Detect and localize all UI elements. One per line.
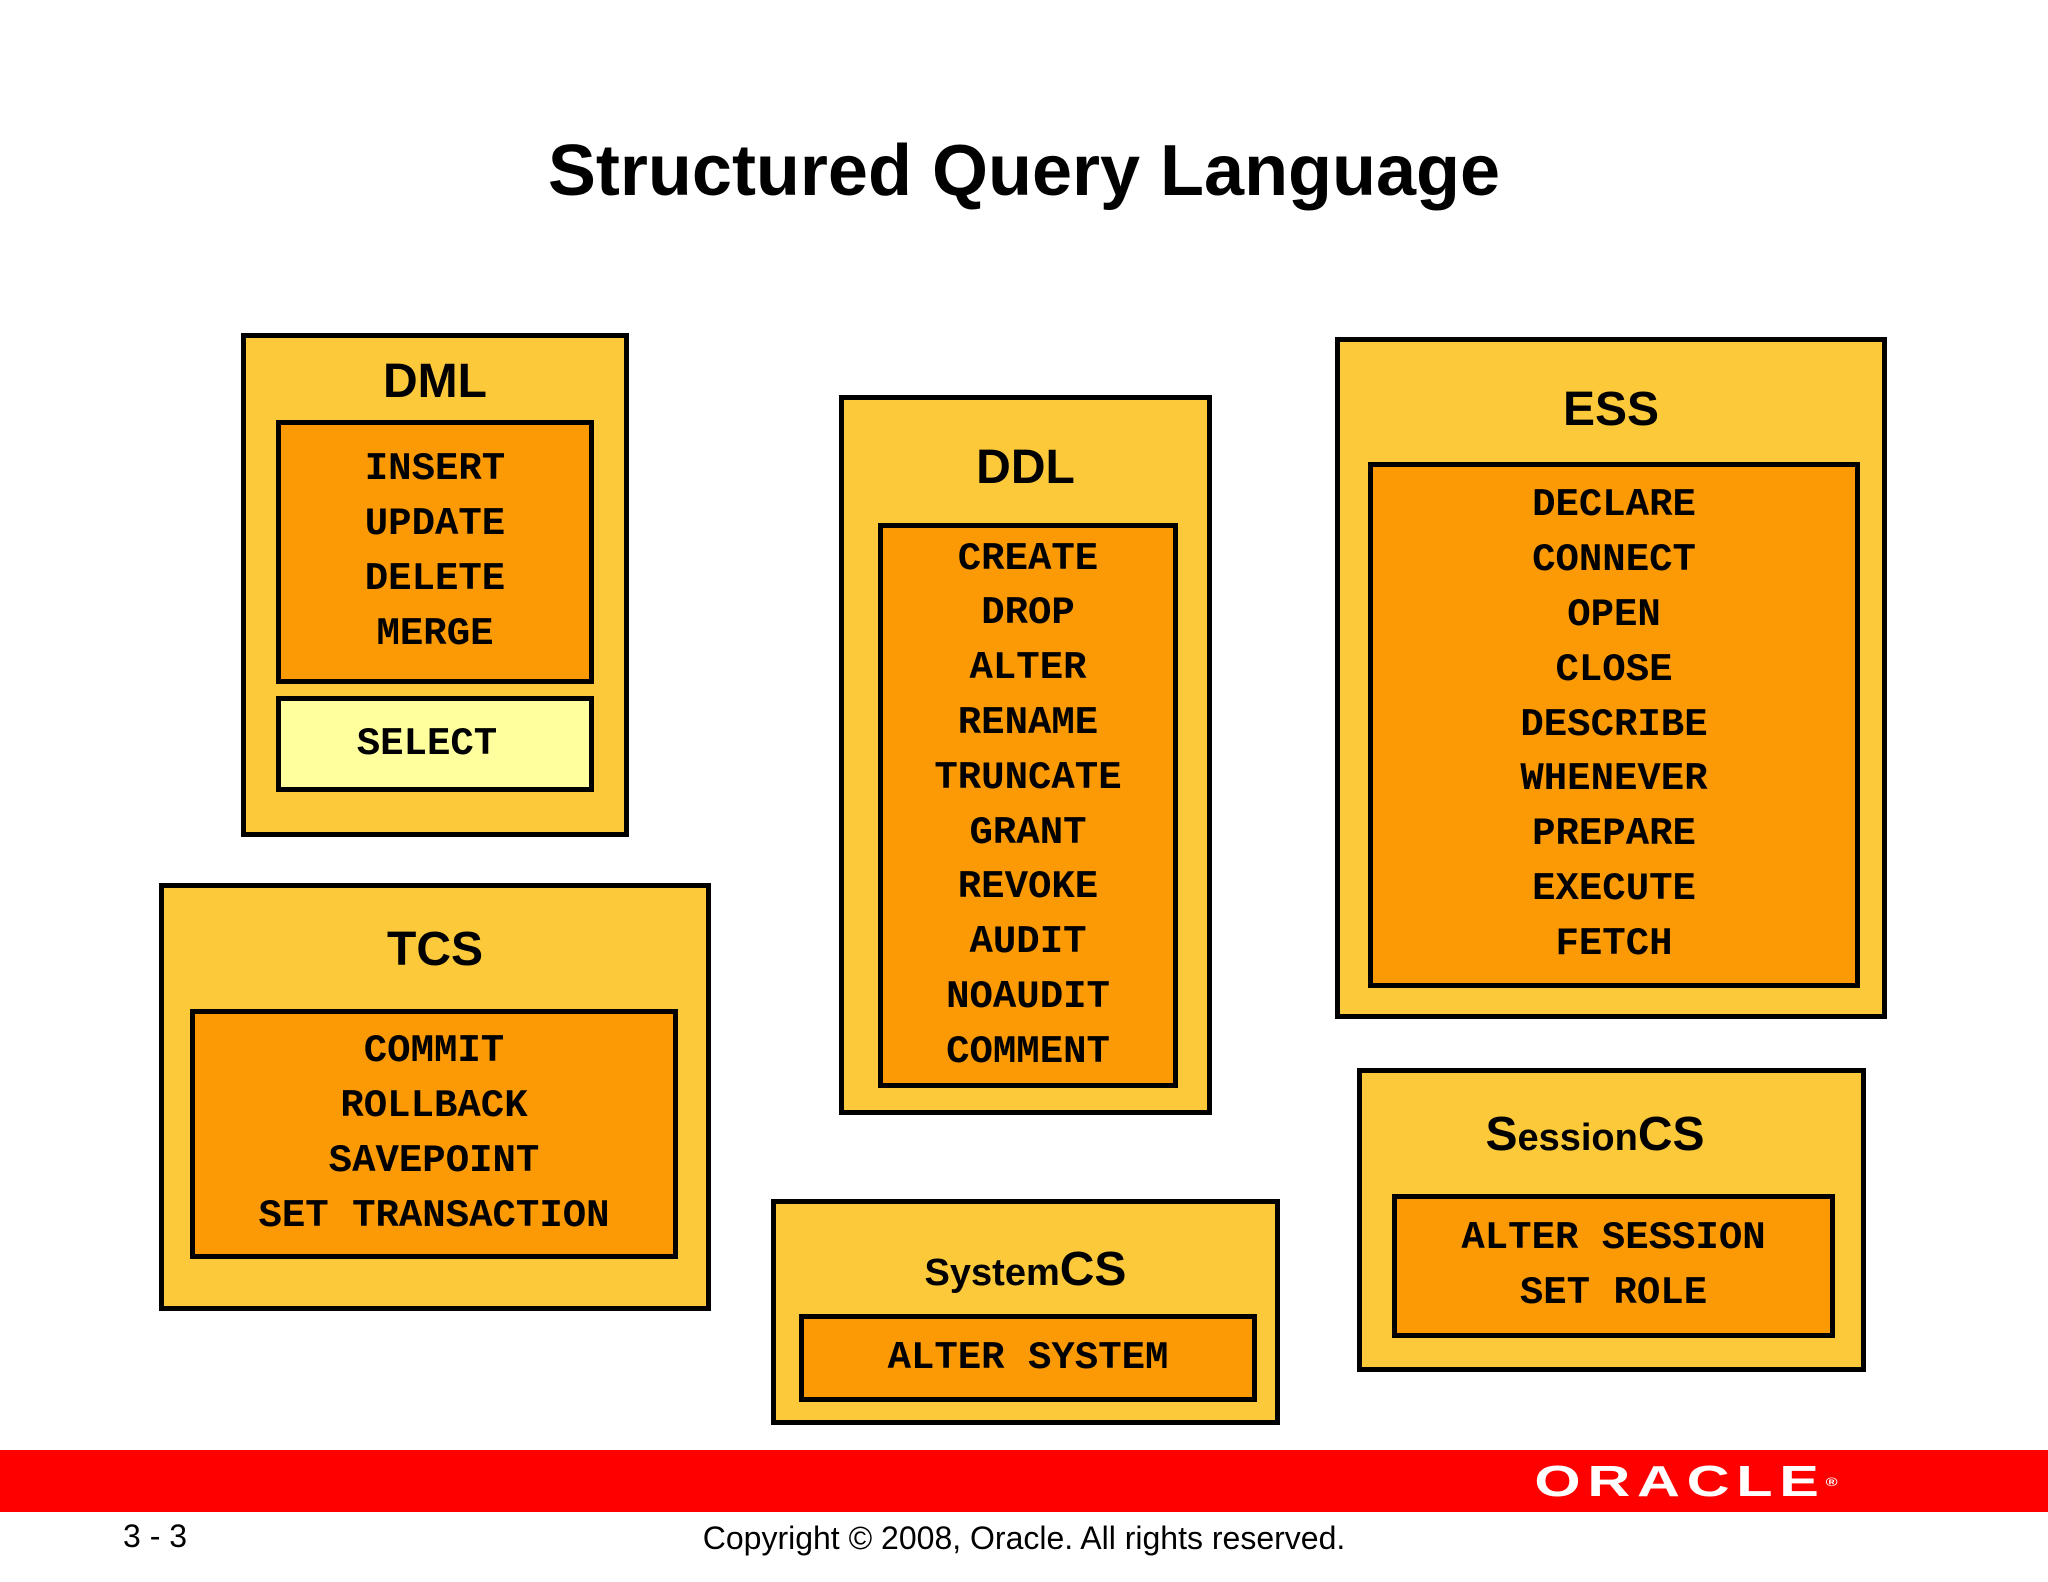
dml-command-list: INSERT UPDATE DELETE MERGE — [276, 420, 594, 684]
ess-command: WHENEVER — [1520, 757, 1708, 802]
ess-command: PREPARE — [1532, 812, 1696, 857]
ess-command: CONNECT — [1532, 538, 1696, 583]
dml-command: UPDATE — [364, 502, 506, 547]
ddl-command: CREATE — [957, 536, 1099, 581]
sessioncs-command-list: ALTER SESSION SET ROLE — [1392, 1194, 1835, 1338]
oracle-logo-text: ORACLE — [1534, 1457, 1827, 1506]
systemcs-group-title: SystemCS — [776, 1242, 1275, 1301]
ddl-command: GRANT — [969, 810, 1087, 855]
ess-command: CLOSE — [1555, 647, 1673, 692]
ess-group: ESS DECLARE CONNECT OPEN CLOSE DESCRIBE … — [1335, 337, 1887, 1019]
ess-command: EXECUTE — [1532, 866, 1696, 911]
footer-band — [0, 1450, 2048, 1512]
ess-command: DESCRIBE — [1520, 702, 1708, 747]
dml-command: DELETE — [364, 557, 506, 601]
tcs-command: ROLLBACK — [340, 1084, 528, 1129]
ddl-command: DROP — [981, 591, 1075, 636]
dml-group-title: DML — [383, 355, 487, 408]
tcs-command-list: COMMIT ROLLBACK SAVEPOINT SET TRANSACTIO… — [190, 1009, 678, 1259]
systemcs-title-prefix: System — [924, 1252, 1060, 1294]
systemcs-command-list: ALTER SYSTEM — [799, 1314, 1257, 1402]
tcs-command: SET TRANSACTION — [258, 1193, 610, 1238]
select-command: SELECT — [356, 721, 498, 766]
ess-group-title: ESS — [1562, 383, 1660, 436]
systemcs-group: SystemCS ALTER SYSTEM — [771, 1199, 1280, 1425]
sessioncs-command: SET ROLE — [1519, 1271, 1708, 1315]
sessioncs-command: ALTER SESSION — [1461, 1216, 1766, 1261]
sessioncs-group-title: SessionCS — [1329, 1107, 1861, 1166]
select-box: SELECT — [276, 696, 594, 792]
registered-mark: ® — [1826, 1475, 1838, 1489]
systemcs-title-suffix: CS — [1059, 1243, 1127, 1296]
sessioncs-title-middle: ession — [1517, 1117, 1638, 1159]
dml-command: MERGE — [376, 611, 494, 656]
oracle-logo: ORACLE® — [1535, 1460, 1838, 1504]
dml-group: DML INSERT UPDATE DELETE MERGE SELECT — [241, 333, 629, 837]
ddl-command: REVOKE — [957, 865, 1099, 910]
ddl-command: AUDIT — [969, 920, 1087, 965]
ddl-group: DDL CREATE DROP ALTER RENAME TRUNCATE GR… — [839, 395, 1212, 1115]
ess-command-list: DECLARE CONNECT OPEN CLOSE DESCRIBE WHEN… — [1368, 462, 1860, 988]
ddl-command: RENAME — [957, 700, 1099, 745]
sessioncs-title-initial: S — [1485, 1108, 1518, 1161]
ess-command: OPEN — [1567, 593, 1661, 637]
ddl-command-list: CREATE DROP ALTER RENAME TRUNCATE GRANT … — [878, 523, 1178, 1088]
slide-number: 3 - 3 — [123, 1518, 188, 1554]
slide-title: Structured Query Language — [547, 131, 1501, 211]
tcs-group-title: TCS — [387, 923, 483, 976]
ess-command: DECLARE — [1532, 483, 1696, 528]
ess-command: FETCH — [1555, 921, 1673, 966]
sessioncs-title-suffix: CS — [1637, 1108, 1705, 1161]
ddl-group-title: DDL — [976, 441, 1075, 494]
dml-command: INSERT — [364, 447, 506, 492]
copyright-notice: Copyright © 2008, Oracle. All rights res… — [702, 1520, 1346, 1556]
systemcs-command: ALTER SYSTEM — [887, 1335, 1169, 1380]
ddl-command: NOAUDIT — [946, 974, 1110, 1019]
tcs-command: SAVEPOINT — [328, 1139, 540, 1183]
tcs-group: TCS COMMIT ROLLBACK SAVEPOINT SET TRANSA… — [159, 883, 711, 1311]
ddl-command: ALTER — [969, 646, 1087, 691]
ddl-command: COMMENT — [946, 1029, 1110, 1074]
ddl-command: TRUNCATE — [934, 755, 1122, 800]
sessioncs-group: SessionCS ALTER SESSION SET ROLE — [1357, 1068, 1866, 1372]
tcs-command: COMMIT — [363, 1029, 505, 1074]
